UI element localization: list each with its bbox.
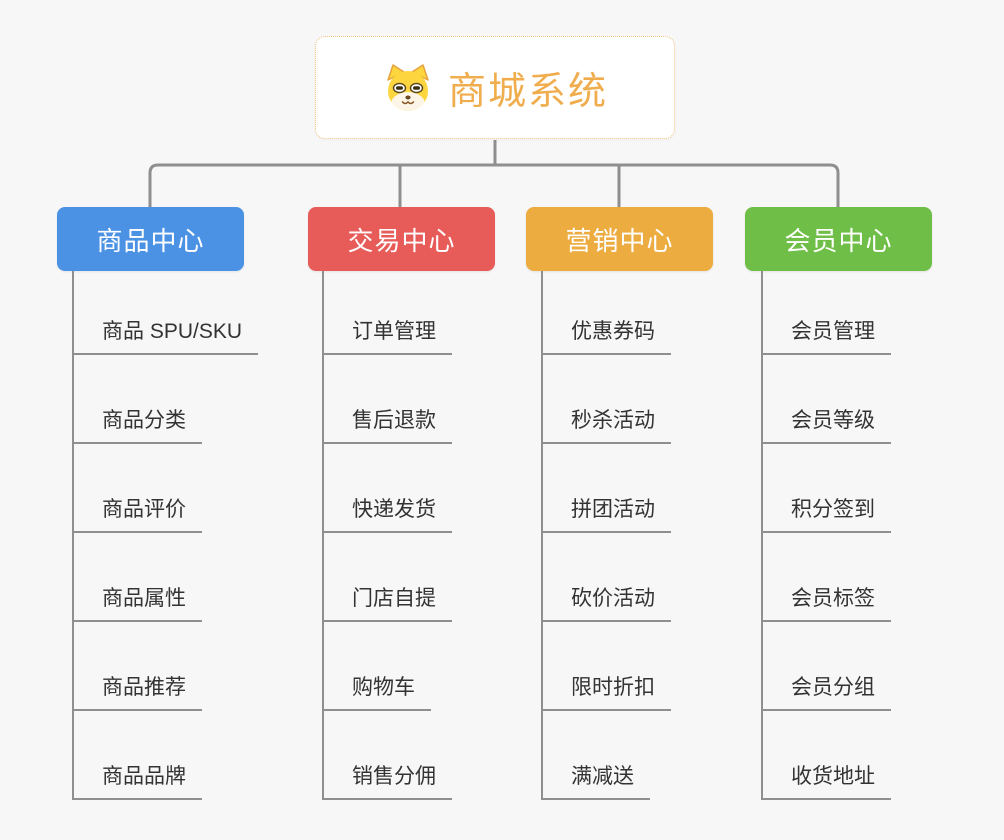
branch-trunk-line bbox=[322, 271, 324, 800]
root-node[interactable]: 商城系统 bbox=[315, 36, 675, 139]
branch-trunk-line bbox=[72, 271, 74, 800]
leaf-node[interactable]: 会员标签 bbox=[761, 582, 891, 622]
leaf-node[interactable]: 销售分佣 bbox=[322, 760, 452, 800]
leaf-column-marketing: 优惠券码 秒杀活动 拼团活动 砍价活动 限时折扣 满减送 bbox=[541, 0, 811, 840]
leaf-node[interactable]: 拼团活动 bbox=[541, 493, 671, 533]
leaf-node[interactable]: 会员管理 bbox=[761, 315, 891, 355]
leaf-node[interactable]: 商品评价 bbox=[72, 493, 202, 533]
leaf-node[interactable]: 商品属性 bbox=[72, 582, 202, 622]
branch-node-member-center[interactable]: 会员中心 bbox=[745, 207, 932, 271]
branch-label: 会员中心 bbox=[784, 225, 893, 256]
leaf-node[interactable]: 商品品牌 bbox=[72, 760, 202, 800]
branch-node-marketing-center[interactable]: 营销中心 bbox=[526, 207, 713, 271]
leaf-node[interactable]: 购物车 bbox=[322, 671, 431, 711]
branch-node-trade-center[interactable]: 交易中心 bbox=[308, 207, 495, 271]
leaf-node[interactable]: 快递发货 bbox=[322, 493, 452, 533]
leaf-node[interactable]: 限时折扣 bbox=[541, 671, 671, 711]
leaf-node[interactable]: 订单管理 bbox=[322, 315, 452, 355]
branch-trunk-line bbox=[541, 271, 543, 800]
leaf-node[interactable]: 商品分类 bbox=[72, 404, 202, 444]
leaf-column-member: 会员管理 会员等级 积分签到 会员标签 会员分组 收货地址 bbox=[761, 0, 1004, 840]
leaf-node[interactable]: 商品推荐 bbox=[72, 671, 202, 711]
leaf-column-product: 商品 SPU/SKU 商品分类 商品评价 商品属性 商品推荐 商品品牌 bbox=[72, 0, 342, 840]
branch-trunk-line bbox=[761, 271, 763, 800]
leaf-node[interactable]: 会员分组 bbox=[761, 671, 891, 711]
leaf-node[interactable]: 积分签到 bbox=[761, 493, 891, 533]
branch-label: 交易中心 bbox=[347, 225, 456, 256]
leaf-node[interactable]: 会员等级 bbox=[761, 404, 891, 444]
leaf-node[interactable]: 满减送 bbox=[541, 760, 650, 800]
leaf-node[interactable]: 收货地址 bbox=[761, 760, 891, 800]
leaf-node[interactable]: 门店自提 bbox=[322, 582, 452, 622]
dog-face-icon bbox=[387, 63, 429, 111]
branch-label: 营销中心 bbox=[565, 225, 674, 256]
leaf-node[interactable]: 砍价活动 bbox=[541, 582, 671, 622]
branch-node-product-center[interactable]: 商品中心 bbox=[57, 207, 244, 271]
leaf-node[interactable]: 商品 SPU/SKU bbox=[72, 315, 259, 355]
leaf-column-trade: 订单管理 售后退款 快递发货 门店自提 购物车 销售分佣 bbox=[322, 0, 592, 840]
branch-label: 商品中心 bbox=[96, 225, 205, 256]
leaf-node[interactable]: 售后退款 bbox=[322, 404, 452, 444]
leaf-node[interactable]: 秒杀活动 bbox=[541, 404, 671, 444]
root-node-label: 商城系统 bbox=[447, 71, 608, 113]
leaf-node[interactable]: 优惠券码 bbox=[541, 315, 671, 355]
